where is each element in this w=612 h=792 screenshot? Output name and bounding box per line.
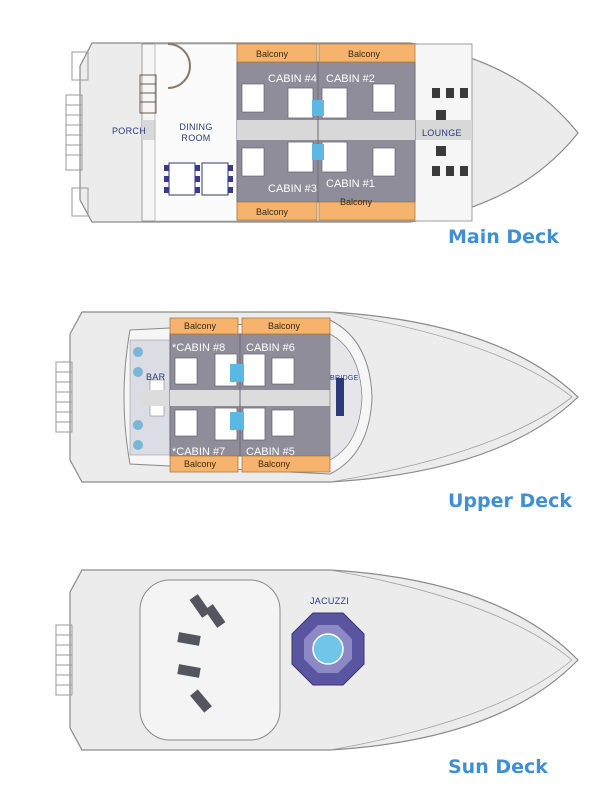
bar-label: BAR	[146, 372, 166, 382]
jacuzzi	[291, 612, 365, 686]
cabin-1-label: CABIN #1	[326, 178, 375, 190]
cabin-6-label: CABIN #6	[246, 342, 295, 354]
dining-room-label-line1: DINING	[179, 122, 212, 132]
main-deck-stern-steps	[65, 51, 89, 217]
main-deck: PORCH DINING ROOM LOUNGE CABIN #4 CABIN …	[65, 42, 579, 248]
sun-deck-title: Sun Deck	[448, 756, 548, 778]
main-deck-title: Main Deck	[448, 226, 559, 248]
cabin-3-label: CABIN #3	[268, 183, 317, 195]
sun-deck: JACUZZI Sun Deck	[55, 569, 579, 778]
jacuzzi-label: JACUZZI	[310, 596, 349, 606]
lounge-label: LOUNGE	[422, 128, 462, 138]
balcony-label: Balcony	[256, 207, 289, 217]
dining-tables	[164, 162, 233, 196]
upper-deck-title: Upper Deck	[448, 490, 572, 512]
balcony-label: Balcony	[340, 197, 373, 207]
cabin-4-label: CABIN #4	[268, 73, 317, 85]
balcony-label: Balcony	[184, 459, 217, 469]
dining-room-label-line2: ROOM	[181, 133, 210, 143]
cabin-8-label: *CABIN #8	[172, 342, 225, 354]
balcony-label: Balcony	[184, 321, 217, 331]
balcony-label: Balcony	[256, 49, 289, 59]
cabin-2-label: CABIN #2	[326, 73, 375, 85]
cabin-5-label: CABIN #5	[246, 446, 295, 458]
bridge-label: BRIDGE	[330, 375, 359, 382]
bridge-area	[329, 333, 363, 461]
porch-label: PORCH	[112, 126, 146, 136]
balcony-label: Balcony	[348, 49, 381, 59]
sun-loungers	[177, 594, 226, 713]
upper-deck: BAR BRIDGE *CABIN #8 CABIN #6 *CABIN #7 …	[55, 311, 579, 512]
main-deck-balconies	[236, 43, 416, 221]
balcony-label: Balcony	[258, 459, 291, 469]
upper-deck-balconies	[169, 317, 331, 473]
cabin-7-label: *CABIN #7	[172, 446, 225, 458]
balcony-label: Balcony	[268, 321, 301, 331]
sun-lounge-area	[139, 579, 281, 741]
lounge-chairs	[432, 88, 468, 176]
